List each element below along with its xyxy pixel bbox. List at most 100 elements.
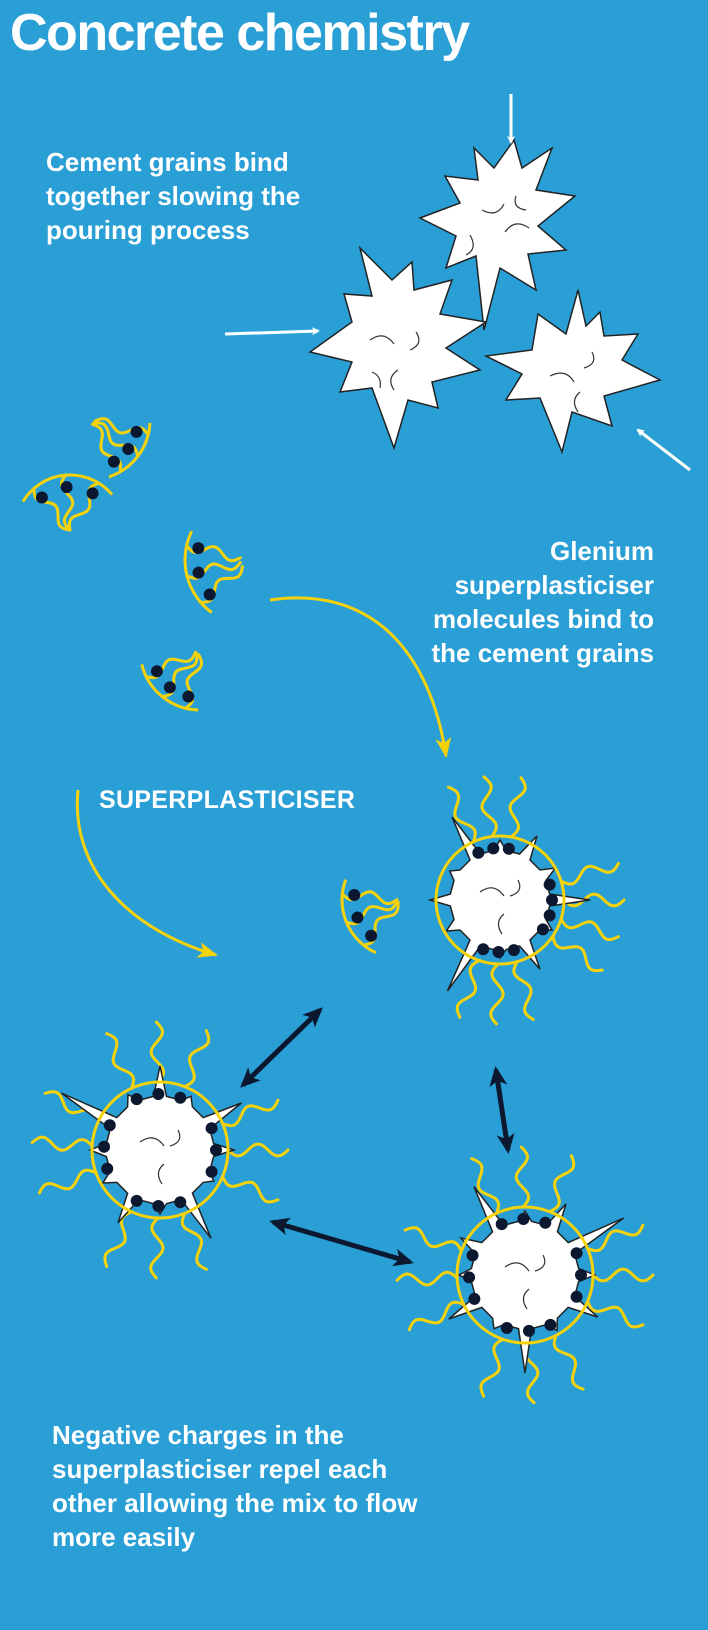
negative-charge [539, 1216, 552, 1229]
caption-repel: Negative charges in the superplasticiser… [52, 1420, 418, 1552]
caption-glenium: Glenium superplasticiser molecules bind … [431, 536, 654, 668]
polymer-tail [562, 892, 626, 908]
negative-charge [466, 1249, 479, 1262]
cement-grain [418, 138, 577, 331]
polymer-tail [105, 1032, 136, 1090]
polymer-tail [512, 960, 535, 1021]
polymer-tail [30, 1135, 94, 1152]
superplasticiser-molecule [340, 879, 400, 955]
repel-arrow [269, 1217, 414, 1267]
negative-charge [492, 945, 505, 958]
negative-charge [570, 1290, 583, 1303]
cement-grain [308, 245, 489, 451]
negative-charge [546, 894, 558, 906]
negative-charge [536, 923, 549, 936]
caption-binding: Cement grains bind together slowing the … [46, 147, 301, 245]
polymer-tail [586, 1300, 645, 1329]
polymer-tail [559, 861, 620, 886]
free-molecules [21, 417, 400, 955]
negative-charge [152, 1088, 165, 1101]
coated-cement-grain [395, 1145, 655, 1405]
negative-charge [130, 1194, 143, 1207]
negative-charge [103, 1119, 116, 1132]
negative-charge [348, 889, 361, 902]
polymer-tail [455, 959, 481, 1019]
negative-charge [35, 491, 48, 504]
negative-charge [495, 1218, 508, 1231]
negative-charge [472, 846, 485, 859]
negative-charge [101, 1162, 114, 1175]
repel-arrow [489, 1066, 515, 1154]
cement-grain [427, 816, 591, 992]
negative-charge [174, 1196, 187, 1209]
negative-charge [130, 425, 143, 438]
coated-cement-grain [30, 1020, 290, 1280]
negative-charge [365, 929, 378, 942]
negative-charge [107, 455, 120, 468]
binding-arrow [269, 596, 452, 758]
negative-charge [468, 1292, 481, 1305]
negative-charge [500, 1321, 513, 1334]
polymer-tail [395, 1270, 459, 1287]
negative-charge [205, 1122, 218, 1135]
polymer-tail [514, 1145, 531, 1209]
negative-charge [86, 487, 99, 500]
polymer-tail [149, 1020, 166, 1084]
polymer-tail [489, 962, 505, 1026]
superplasticiser-coating [90, 1080, 230, 1220]
coated-cement-grain [427, 775, 626, 1026]
negative-charge [98, 1140, 111, 1153]
polymer-tail [226, 1142, 290, 1158]
page-title: Concrete chemistry [10, 4, 470, 62]
polymer-tail [149, 1216, 165, 1280]
negative-charge [203, 588, 216, 601]
negative-charge [351, 911, 364, 924]
negative-charge [192, 566, 205, 579]
negative-charge [122, 443, 135, 456]
polymer-tail [559, 917, 620, 942]
binding-arrow [75, 789, 218, 958]
negative-charge [152, 1199, 165, 1212]
negative-charge [543, 878, 556, 891]
polymer-tail [591, 1267, 655, 1283]
polymer-tail [180, 1211, 208, 1271]
negative-charge [517, 1213, 530, 1226]
polymer-tail [508, 776, 527, 839]
superplasticiser-molecule [140, 650, 204, 712]
negative-charge [502, 842, 515, 855]
polymer-tail [548, 1154, 576, 1214]
superplasticiser-molecule [183, 530, 244, 614]
polymer-tail [407, 1300, 465, 1332]
polymer-tail [480, 775, 498, 838]
superplasticiser-coating [434, 834, 566, 966]
polymer-tail [403, 1226, 463, 1253]
cement-grain [483, 289, 663, 455]
negative-charge [192, 542, 205, 555]
negative-charge [174, 1091, 187, 1104]
negative-charge [210, 1144, 222, 1156]
polymer-tail [221, 1098, 280, 1128]
polymer-tail [551, 934, 604, 973]
repel-arrow [240, 1007, 323, 1088]
superplasticiser-molecule [21, 473, 114, 532]
negative-charge [182, 690, 195, 703]
negative-charge [570, 1247, 583, 1260]
polymer-tail [552, 1334, 585, 1391]
polymer-tail [183, 1029, 211, 1089]
negative-charge [543, 909, 556, 922]
negative-charge [544, 1318, 557, 1331]
polymer-tail [221, 1175, 280, 1204]
negative-charge [487, 842, 500, 855]
repulsion-arrows [240, 1007, 515, 1267]
coated-grains [30, 775, 655, 1405]
superplasticiser-coating [455, 1205, 595, 1345]
cement-grain-cluster [224, 94, 691, 472]
polymer-tail [479, 1337, 505, 1398]
polymer-tail [446, 785, 477, 844]
negative-charge [463, 1271, 476, 1284]
negative-charge [130, 1093, 143, 1106]
polymer-tail [37, 1168, 98, 1195]
polymer-tail [586, 1223, 645, 1253]
negative-charge [205, 1165, 218, 1178]
